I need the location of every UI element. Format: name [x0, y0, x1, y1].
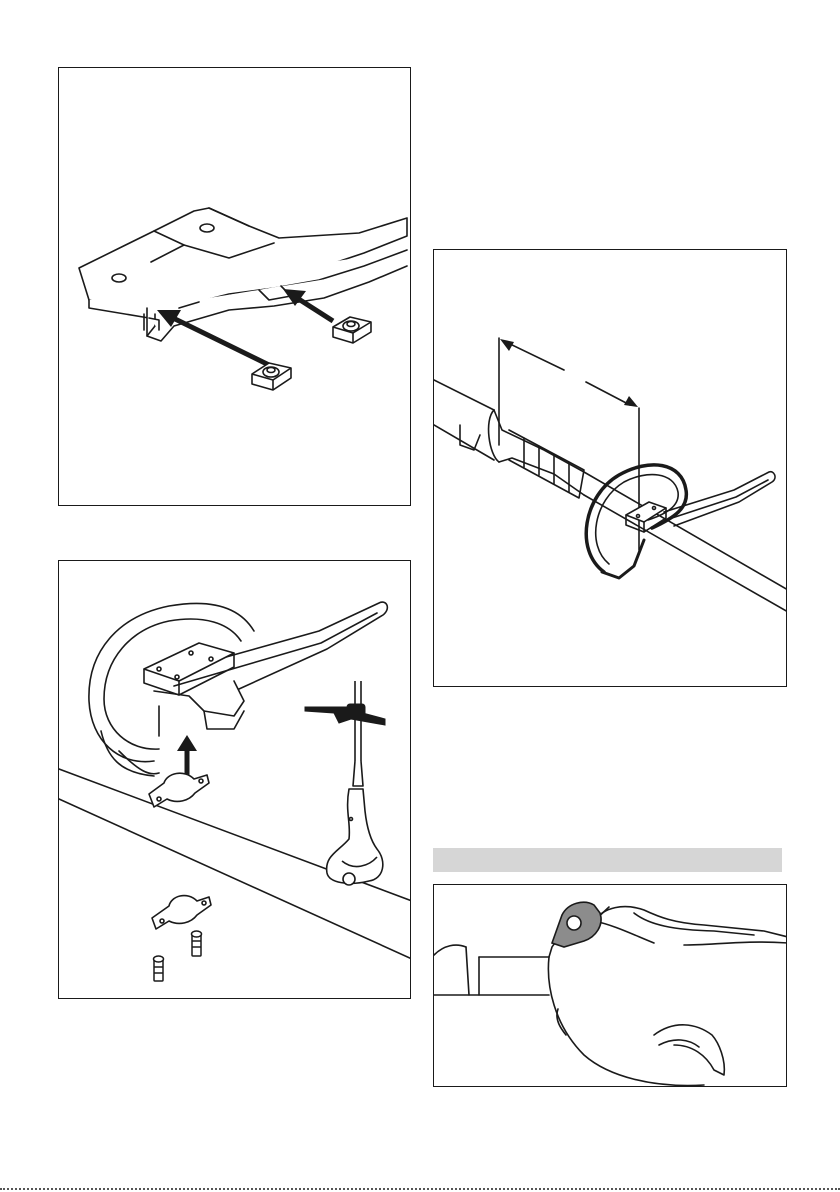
page-bottom-rule: [0, 1188, 840, 1190]
section-heading-bar: [433, 848, 782, 872]
figure-bracket-nuts: [58, 67, 411, 506]
figure-loop-handle-clamp: [58, 560, 411, 999]
handle-position-drawing: [434, 250, 787, 687]
loop-handle-clamp-drawing: [59, 561, 411, 999]
figure-handle-position: [433, 249, 787, 687]
figure-control-handle-housing: [433, 884, 787, 1087]
control-handle-housing-drawing: [434, 885, 787, 1087]
bracket-nuts-drawing: [59, 68, 411, 506]
